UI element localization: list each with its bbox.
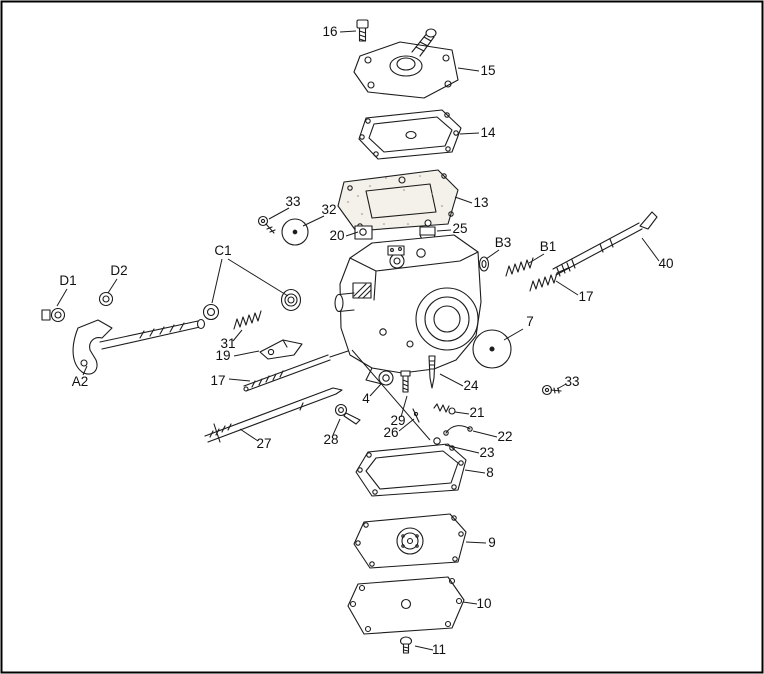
part-label-20: 20: [329, 228, 344, 243]
part-label-7: 7: [526, 314, 534, 329]
bracket-A2-part: [72, 318, 206, 375]
part-label-23: 23: [479, 445, 494, 460]
part-label-31: 31: [220, 336, 235, 351]
part-label-27: 27: [256, 436, 271, 451]
screw-16-part: [356, 19, 369, 42]
spring-17-right-part: [529, 267, 569, 292]
part-label-B1: B1: [540, 239, 557, 254]
part-label-19: 19: [215, 348, 230, 363]
part-label-32: 32: [321, 202, 336, 217]
shaft-27-part: [204, 387, 343, 443]
part-label-29: 29: [390, 413, 405, 428]
part-label-28: 28: [323, 432, 338, 447]
leader-lines: [56, 30, 660, 651]
washer-C1a-part: [202, 303, 220, 321]
part-label-8: 8: [486, 465, 494, 480]
part-label-22: 22: [497, 429, 512, 444]
washer-4-part: [378, 370, 394, 386]
screw-11-part: [399, 636, 413, 654]
part-label-24: 24: [463, 378, 479, 393]
part-label-14: 14: [480, 125, 496, 140]
part-label-9: 9: [488, 535, 496, 550]
nozzle-29-part: [400, 370, 411, 393]
disc-7-part: [472, 329, 512, 369]
carburetor-body-part: [334, 234, 482, 385]
screw-33-top-part: [257, 215, 276, 234]
ring-D2-part: [98, 291, 114, 307]
ring-B3-part: [478, 256, 490, 272]
shaft-17-left-part: [243, 350, 349, 392]
needle-24-part: [428, 355, 436, 389]
arm-28-part: [334, 403, 361, 425]
plug-D1-part: [41, 307, 66, 323]
part-label-26: 26: [383, 425, 398, 440]
shaft-40-part: [552, 211, 658, 277]
grommet-C1b-part: [280, 288, 302, 312]
pin-26-part: [412, 408, 420, 423]
lever-19-part: [259, 339, 303, 360]
part-label-A2: A2: [72, 374, 89, 389]
part-label-10: 10: [476, 596, 491, 611]
metering-plate-13-part: [337, 169, 459, 232]
alignment-line: [351, 349, 431, 441]
part-label-D2: D2: [110, 263, 127, 278]
part-label-17-right: 17: [578, 289, 593, 304]
pump-cover-15-part: [353, 28, 459, 99]
spring-31-part: [233, 310, 262, 330]
gasket-8-part: [355, 443, 467, 497]
part-label-4: 4: [362, 391, 370, 406]
screw-33-right-part: [541, 384, 562, 396]
disc-32-part: [281, 218, 309, 246]
part-label-33-top: 33: [285, 194, 300, 209]
link-22-part: [443, 425, 473, 436]
spring-screw-21-part: [433, 403, 456, 415]
part-label-C1: C1: [214, 243, 231, 258]
diaphragm-9-part: [353, 513, 467, 569]
part-labels: 16 15 14 13 33 32 20 25 B3 B1 40 17 C1 D…: [59, 24, 673, 657]
pump-gasket-14-part: [358, 109, 462, 160]
bottom-cover-10-part: [347, 576, 465, 635]
part-label-17-left: 17: [210, 373, 225, 388]
part-label-D1: D1: [59, 273, 76, 288]
part-label-13: 13: [473, 195, 488, 210]
part-label-15: 15: [480, 63, 495, 78]
part-label-B3: B3: [495, 235, 512, 250]
part-label-33-right: 33: [564, 374, 579, 389]
spring-B1-part: [505, 257, 534, 277]
part-label-11: 11: [432, 642, 446, 657]
part-label-21: 21: [469, 405, 484, 420]
part-label-40: 40: [658, 256, 673, 271]
part-label-25: 25: [452, 221, 467, 236]
part-label-16: 16: [322, 24, 337, 39]
